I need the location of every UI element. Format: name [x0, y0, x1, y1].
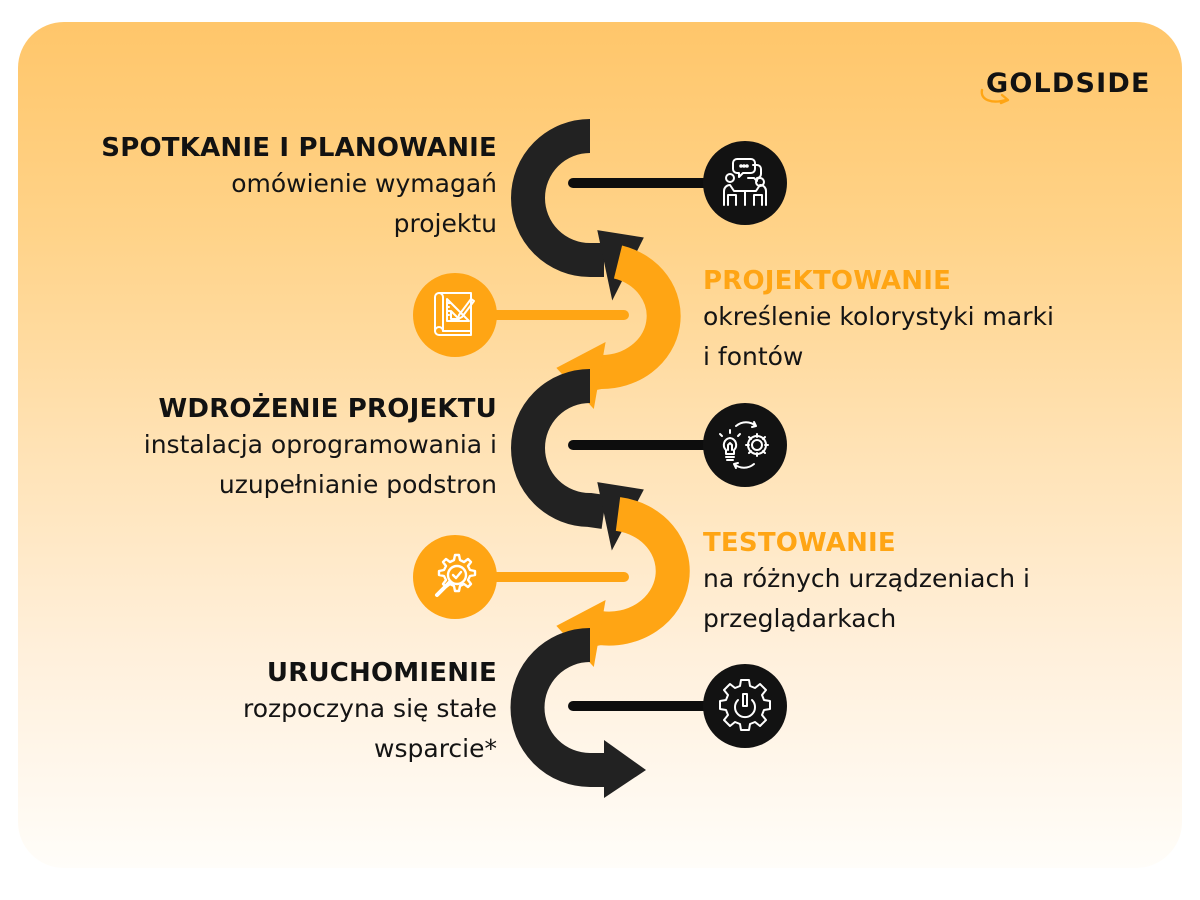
- step-description-line: projektu: [393, 209, 497, 238]
- step-3-icon-badge: [703, 403, 787, 487]
- step-title: SPOTKANIE I PLANOWANIE: [101, 133, 497, 163]
- blueprint-design-icon: [434, 292, 475, 336]
- idea-gear-cycle-icon: [719, 421, 769, 469]
- step-1-icon-badge: [703, 141, 787, 225]
- step-2-icon-badge: [413, 273, 497, 357]
- step-description-line: i fontów: [703, 342, 804, 371]
- step-5-icon-badge: [703, 664, 787, 748]
- step-description-line: uzupełnianie podstron: [218, 470, 497, 499]
- step-description-line: rozpoczyna się stałe: [242, 694, 497, 723]
- step-title: TESTOWANIE: [703, 528, 896, 558]
- power-gear-icon: [719, 679, 771, 731]
- step-5-text: URUCHOMIENIE rozpoczyna się stałe wsparc…: [243, 657, 497, 769]
- curved-arrow-icon: [980, 88, 1010, 105]
- step-description-line: na różnych urządzeniach i: [703, 564, 1030, 593]
- step-title: URUCHOMIENIE: [266, 658, 497, 688]
- step-description-line: przeglądarkach: [703, 604, 897, 633]
- step-description-line: omówienie wymagań: [231, 169, 497, 198]
- connector-lines: [470, 178, 721, 711]
- step-title: PROJEKTOWANIE: [703, 266, 952, 296]
- step-description-line: określenie kolorystyki marki: [703, 302, 1054, 331]
- step-2-text: PROJEKTOWANIE określenie kolorystyki mar…: [703, 265, 1054, 377]
- magnifier-gear-check-icon: [435, 553, 477, 597]
- brand-name: GOLDSIDE: [986, 68, 1151, 99]
- step-3-text: WDROŻENIE PROJEKTU instalacja oprogramow…: [144, 393, 497, 505]
- step-4-icon-badge: [413, 535, 497, 619]
- step-description-line: instalacja oprogramowania i: [143, 430, 497, 459]
- step-4-text: TESTOWANIE na różnych urządzeniach i prz…: [703, 527, 1030, 639]
- step-1-text: SPOTKANIE I PLANOWANIE omówienie wymagań…: [101, 132, 497, 244]
- step-title: WDROŻENIE PROJEKTU: [158, 394, 497, 424]
- meeting-discussion-icon: [723, 158, 767, 206]
- step-description-line: wsparcie*: [374, 734, 497, 763]
- flow-arrow-5: [510, 628, 646, 798]
